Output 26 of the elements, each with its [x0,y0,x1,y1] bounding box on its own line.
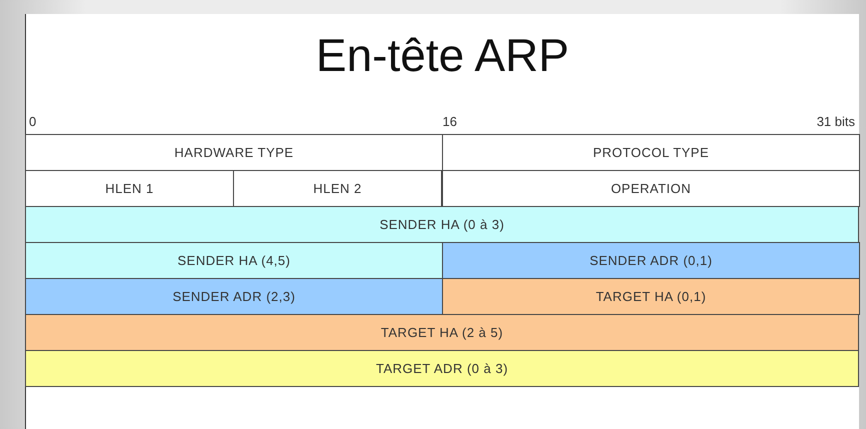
field-name: HARDWARE TYPE [174,145,294,160]
header-field-cell [25,314,859,351]
field-name: SENDER HA (0 à 3) [380,217,504,232]
title: En-tête ARP [314,28,570,82]
header-field-cell [25,134,443,171]
header-field-cell [442,242,860,279]
field-name: HLEN 2 [313,181,362,196]
header-field-cell [25,242,443,279]
field-name: SENDER ADR (2,3) [172,289,296,304]
header-field-cell [25,278,443,315]
field-name: SENDER ADR (0,1) [590,253,712,268]
header-field-cell [442,170,860,207]
field-name: HLEN 1 [105,181,154,196]
bit-offset-label: 0 [29,114,36,129]
field-name: OPERATION [610,181,692,196]
field-name: TARGET HA (0,1) [596,289,706,304]
header-field-cell [442,134,860,171]
field-name: TARGET ADR (0 à 3) [376,361,508,376]
header-field-cell [25,206,859,243]
bit-offset-label: 16 [442,114,457,129]
field-name: TARGET HA (2 à 5) [380,325,504,340]
header-field-cell [25,350,859,387]
header-field-cell [442,278,860,315]
bit-offset-label: 31 bits [816,114,855,129]
field-name: PROTOCOL TYPE [592,145,710,160]
field-name: SENDER HA (4,5) [178,253,290,268]
